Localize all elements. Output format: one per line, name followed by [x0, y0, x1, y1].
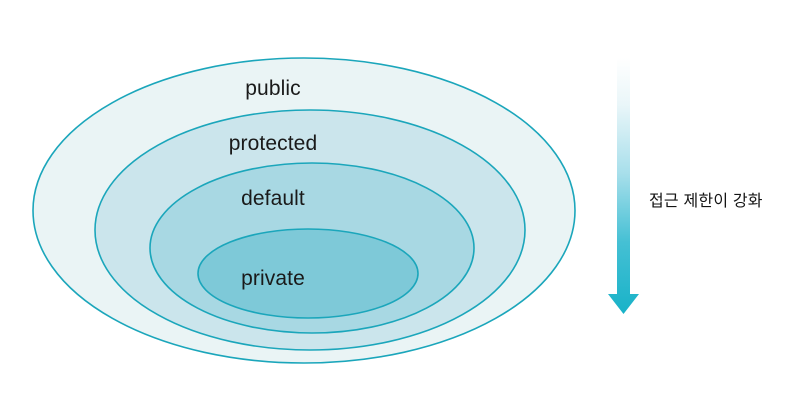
annotation-label: 접근 제한이 강화 — [649, 193, 763, 210]
layer-label-private-row: private — [2, 268, 544, 290]
layer-label-default: default — [241, 187, 305, 210]
ellipse-private[interactable] — [197, 228, 419, 319]
down-arrow-icon — [608, 58, 639, 314]
layer-label-public: public — [245, 77, 301, 100]
layer-label-protected: protected — [228, 132, 318, 155]
layer-label-private: private — [241, 267, 305, 290]
layer-label-default-row: default — [2, 188, 544, 210]
layer-label-public-row: public — [2, 78, 544, 100]
layer-label-protected-row: protected — [2, 133, 544, 155]
